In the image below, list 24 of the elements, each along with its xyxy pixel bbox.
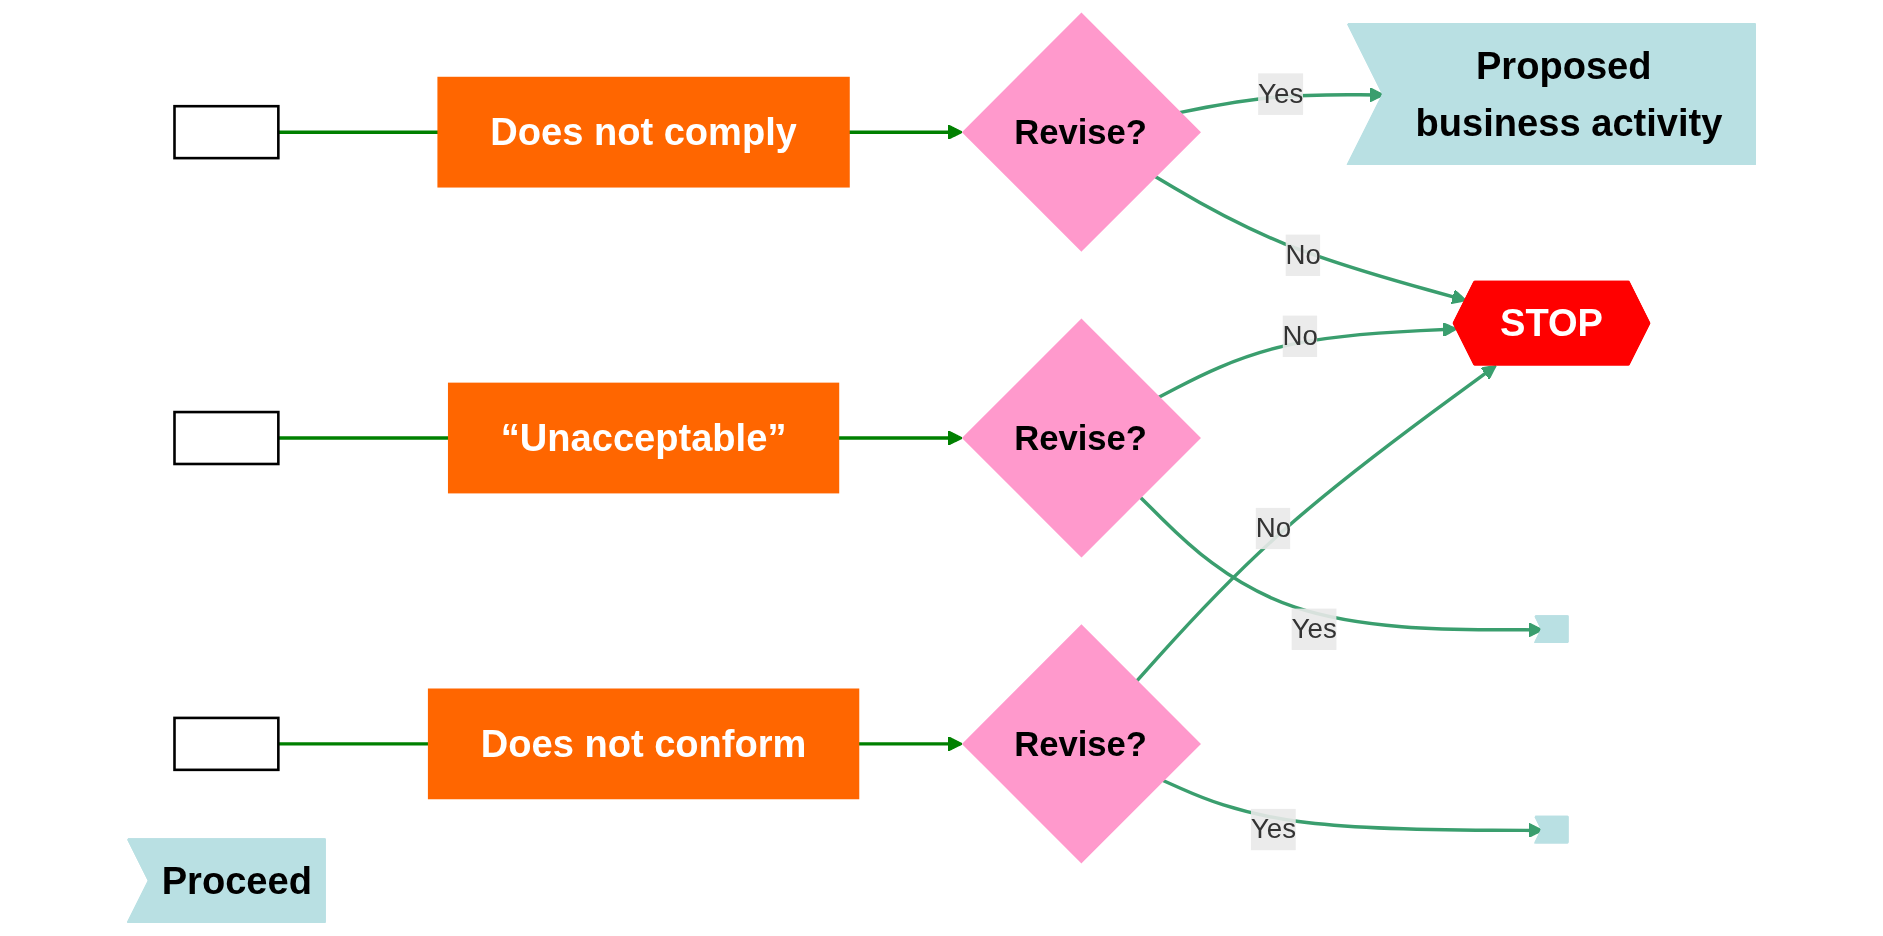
node-grid	[173, 410, 280, 466]
edge-label: Yes	[1291, 613, 1337, 644]
node-diamond: Revise?	[961, 12, 1201, 252]
edge-label: No	[1285, 239, 1321, 270]
arrow	[1153, 174, 1467, 305]
connector	[278, 130, 439, 134]
node-box: Does not comply	[437, 76, 850, 188]
arrow	[1157, 321, 1458, 399]
arrow	[838, 430, 963, 446]
node-grid	[173, 716, 280, 772]
node-box: “Unacceptable”	[447, 382, 840, 494]
node-grid	[173, 104, 280, 160]
node-diamond: Revise?	[961, 624, 1201, 864]
connector	[278, 436, 449, 440]
arrow	[848, 124, 963, 140]
edge-label: No	[1255, 512, 1292, 543]
arrow	[858, 736, 963, 752]
edge-label: Yes	[1250, 813, 1296, 844]
node-box: Does not conform	[427, 688, 860, 800]
edge-label: No	[1282, 320, 1319, 351]
arrow	[1135, 364, 1497, 683]
edge-label: Yes	[1258, 78, 1304, 108]
connector	[278, 742, 429, 746]
node-diamond: Revise?	[961, 318, 1201, 558]
